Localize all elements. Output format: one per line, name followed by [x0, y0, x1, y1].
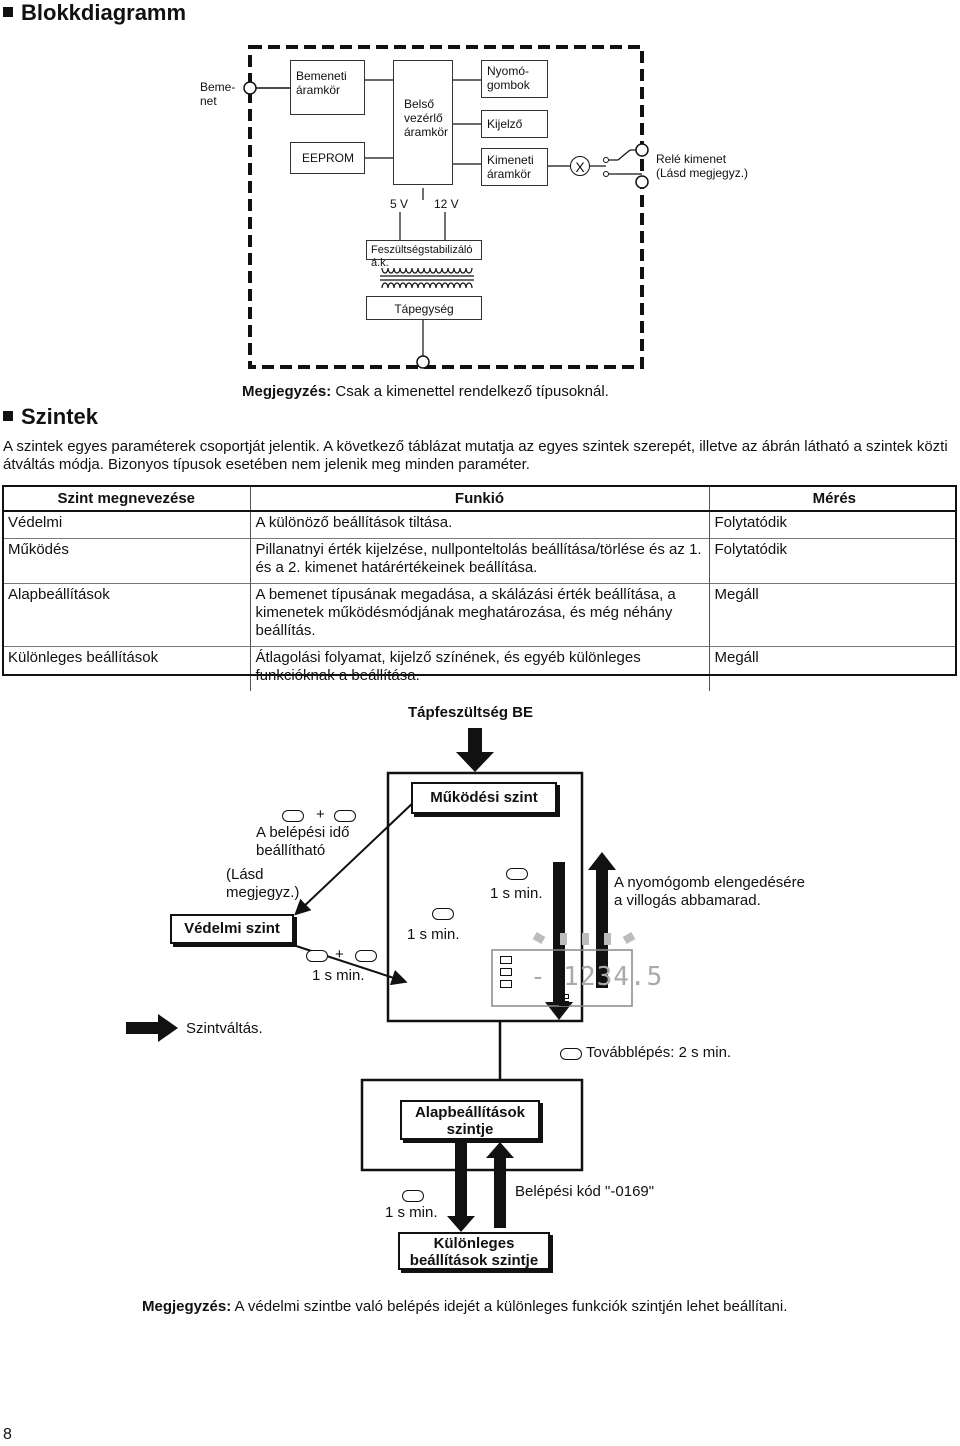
duration-label: 1 s min.	[385, 1204, 438, 1221]
note-text: Csak a kimenettel rendelkező típusoknál.	[331, 383, 609, 400]
mode-key-icon	[334, 810, 356, 822]
entry-code-label: Belépési kód "-0169"	[515, 1183, 655, 1200]
table-row: Különleges beállítások Átlagolási folyam…	[3, 646, 956, 691]
page-number: 8	[3, 1426, 12, 1443]
cell-function: Pillanatnyi érték kijelzése, nullpontelt…	[249, 538, 709, 584]
header-function: Funkió	[249, 486, 709, 512]
note-text: A védelmi szintbe való belépés idejét a …	[231, 1298, 788, 1315]
operation-level-box: Működési szint	[411, 782, 557, 814]
header-level-name: Szint megnevezése	[3, 486, 250, 512]
special-level-box: Különleges beállítások szintje	[398, 1232, 550, 1270]
levels-table: Szint megnevezése Funkió Mérés Védelmi A…	[3, 486, 956, 691]
relay-output-label: Relé kimenet (Lásd megjegyz.)	[656, 152, 749, 180]
flow-note: Megjegyzés: A védelmi szintbe való belép…	[142, 1298, 787, 1316]
flashing-indicator-icon	[532, 932, 636, 945]
relay-coil-icon: X	[570, 156, 590, 176]
mode-key-icon	[355, 950, 377, 962]
input-label: Beme- net	[200, 80, 236, 108]
transition-arrow-icon	[486, 1142, 514, 1228]
power-on-arrow-icon	[456, 728, 494, 772]
output-circuit-box: Kimeneti áramkör	[481, 148, 548, 186]
relay-terminal-icon	[635, 175, 649, 189]
enclosure-frame	[248, 45, 644, 369]
plus-sign: +	[335, 946, 344, 963]
relay-terminal-icon	[635, 143, 649, 157]
next-step-label: Továbblépés: 2 s min.	[586, 1044, 732, 1061]
internal-controller-box: Belső vezérlő áramkör	[393, 60, 453, 185]
table-row: Alapbeállítások A bemenet típusának mega…	[3, 583, 956, 647]
level-key-icon	[402, 1190, 424, 1202]
note-label: Megjegyzés:	[142, 1298, 232, 1315]
section-title-block: Blokkdiagramm	[3, 0, 186, 26]
duration-label: 1 s min.	[407, 926, 460, 943]
eeprom-box: EEPROM	[290, 142, 365, 174]
power-terminal-icon	[416, 355, 430, 369]
table-row: Működés Pillanatnyi érték kijelzése, nul…	[3, 538, 956, 584]
level-key-icon	[560, 1048, 582, 1060]
transition-arrow-icon	[588, 852, 616, 988]
cell-level: Működés	[3, 538, 250, 584]
cell-function: A különöző beállítások tiltása.	[249, 511, 709, 539]
level-key-icon	[282, 810, 304, 822]
entry-time-label: A belépési idő beállítható	[256, 824, 350, 859]
levels-title: Szintek	[21, 404, 99, 429]
cell-measurement: Folytatódik	[708, 538, 956, 584]
voltage-5v-label: 5 V	[390, 197, 409, 211]
cell-level: Védelmi	[8, 514, 63, 531]
voltage-12v-label: 12 V	[434, 197, 459, 211]
input-circuit-box: Bemeneti áramkör	[290, 60, 365, 115]
table-header-row: Szint megnevezése Funkió Mérés	[3, 486, 956, 512]
cell-level: Különleges beállítások	[3, 646, 250, 691]
operation-level-frame	[386, 771, 584, 1023]
indicator-leds-icon	[500, 956, 512, 992]
block-note: Megjegyzés: Csak a kimenettel rendelkező…	[242, 383, 609, 401]
display-box: Kijelző	[481, 110, 548, 138]
level-change-legend: Szintváltás.	[186, 1020, 263, 1037]
cell-measurement: Folytatódik	[708, 511, 956, 539]
cell-function: A bemenet típusának megadása, a skálázás…	[249, 583, 709, 647]
legend-arrow-icon	[126, 1014, 178, 1042]
plus-sign: +	[316, 806, 325, 823]
cell-measurement: Megáll	[708, 583, 956, 647]
power-on-label: Tápfeszültség BE	[408, 704, 534, 721]
basic-level-box: Alapbeállítások szintje	[400, 1100, 540, 1140]
block-diagram-title: Blokkdiagramm	[21, 0, 187, 25]
cell-function: Átlagolási folyamat, kijelző színének, é…	[249, 646, 709, 691]
note-label: Megjegyzés:	[242, 383, 332, 400]
duration-label: 1 s min.	[312, 967, 365, 984]
level-key-icon	[506, 868, 528, 880]
transformer-icon	[380, 267, 474, 289]
block-diagram-lines	[243, 45, 649, 369]
section-title-levels: Szintek	[3, 404, 98, 430]
levels-intro: A szintek egyes paraméterek csoportját j…	[3, 438, 948, 473]
power-supply-box: Tápegység	[366, 296, 482, 320]
transition-arrow-icon	[447, 1140, 475, 1232]
cell-measurement: Megáll	[708, 646, 956, 691]
buttons-box: Nyomó- gombok	[481, 60, 548, 98]
display-readout: - 1234.5	[530, 962, 664, 992]
level-key-icon	[432, 908, 454, 920]
bullet-square-icon	[3, 7, 13, 18]
bullet-square-icon	[3, 411, 13, 422]
display-frame	[491, 949, 633, 1007]
basic-level-frame	[360, 1078, 584, 1172]
release-note-label: A nyomógomb elengedésére a villogás abba…	[614, 874, 805, 909]
table-row: Védelmi A különöző beállítások tiltása. …	[3, 511, 956, 539]
cell-level: Alapbeállítások	[3, 583, 250, 647]
duration-label: 1 s min.	[490, 885, 543, 902]
header-measurement: Mérés	[708, 486, 956, 512]
level-key-icon	[306, 950, 328, 962]
unit-leds-icon	[559, 994, 571, 1008]
protection-level-box: Védelmi szint	[170, 914, 294, 944]
stabilizer-box: Feszültségstabilizáló á.k.	[366, 240, 482, 269]
see-note-label: (Lásd megjegyz.)	[226, 866, 300, 901]
